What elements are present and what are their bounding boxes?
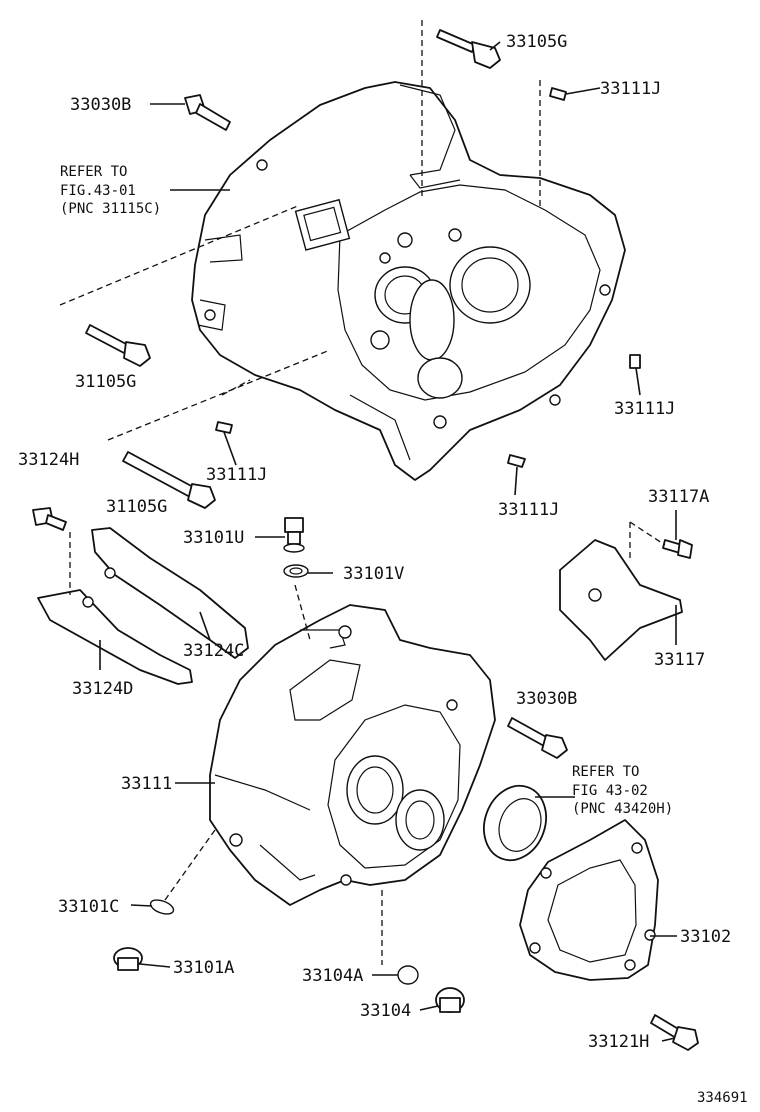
label-33101U: 33101U xyxy=(183,528,244,548)
bolt-33117A xyxy=(662,539,693,559)
gasket-33104A xyxy=(397,965,419,985)
label-refer1-line3: (PNC 31115C) xyxy=(60,201,161,217)
oil-seal xyxy=(483,784,547,862)
transmission-case-33111 xyxy=(209,604,496,906)
bracket-33124C xyxy=(91,527,249,659)
bolt-31105G-b xyxy=(122,451,216,509)
bolt-33124H xyxy=(32,507,67,531)
label-refer2-line2: FIG 43-02 xyxy=(572,783,648,799)
bolt-33030B-mid xyxy=(507,717,568,759)
label-31105G-a: 31105G xyxy=(75,372,136,392)
label-33111J-mid: 33111J xyxy=(206,465,267,485)
label-33124H: 33124H xyxy=(18,450,79,470)
label-33030B-mid: 33030B xyxy=(516,689,577,709)
label-refer1-line2: FIG.43-01 xyxy=(60,183,136,199)
label-33111J-center: 33111J xyxy=(498,500,559,520)
drawing-number: 334691 xyxy=(697,1090,748,1106)
plug-33104 xyxy=(435,987,465,1013)
label-33124D: 33124D xyxy=(72,679,133,699)
bracket-33124D xyxy=(37,589,193,685)
part-labels: 33105G 33030B 33111J REFER TO FIG.43-01 … xyxy=(18,32,748,1106)
label-33111: 33111 xyxy=(121,774,172,794)
label-33104: 33104 xyxy=(360,1001,411,1021)
side-cover-33102 xyxy=(519,819,659,981)
label-33111J-right: 33111J xyxy=(614,399,675,419)
label-33101V: 33101V xyxy=(343,564,404,584)
bolt-33030B-top xyxy=(184,94,231,131)
pin-33111J-mid xyxy=(215,421,233,434)
label-33030B-top: 33030B xyxy=(70,95,131,115)
label-33124C: 33124C xyxy=(183,641,244,661)
label-33101A: 33101A xyxy=(173,958,234,978)
label-refer2-line1: REFER TO xyxy=(572,764,639,780)
transaxle-housing-upper xyxy=(191,81,626,481)
label-33102: 33102 xyxy=(680,927,731,947)
gasket-33101C xyxy=(149,899,175,915)
label-33104A: 33104A xyxy=(302,966,363,986)
pin-33111J-center xyxy=(507,454,526,468)
label-refer1-line1: REFER TO xyxy=(60,164,127,180)
pin-33111J-top xyxy=(549,87,567,101)
label-33105G-top: 33105G xyxy=(506,32,567,52)
bracket-33117 xyxy=(559,539,683,661)
label-33117A: 33117A xyxy=(648,487,709,507)
gasket-33101V xyxy=(283,564,309,578)
bolt-33121H xyxy=(650,1014,699,1051)
label-33121H: 33121H xyxy=(588,1032,649,1052)
leader-lines xyxy=(99,41,677,1042)
label-33111J-top: 33111J xyxy=(600,79,661,99)
label-31105G-b: 31105G xyxy=(106,497,167,517)
plug-33101U xyxy=(283,517,305,553)
bolt-31105G-a xyxy=(85,324,151,367)
assembly-dashed-lines xyxy=(59,20,666,965)
pin-33111J-right xyxy=(629,354,641,369)
label-33117: 33117 xyxy=(654,650,705,670)
label-refer2-line3: (PNC 43420H) xyxy=(572,801,673,817)
label-33101C: 33101C xyxy=(58,897,119,917)
plug-33101A xyxy=(113,947,143,971)
